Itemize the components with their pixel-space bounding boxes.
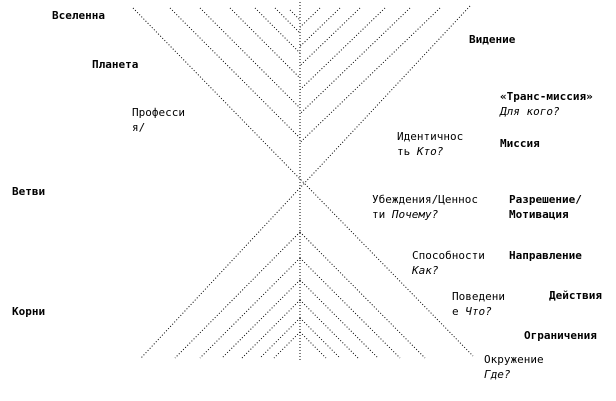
lower-fan-line xyxy=(299,317,341,359)
label-for-whom: Для кого? xyxy=(500,105,560,118)
lower-fan-line xyxy=(299,257,401,359)
label-behavior-word-end: е xyxy=(452,305,459,318)
lower-fan-line xyxy=(299,279,379,359)
label-universe: Вселенна xyxy=(52,9,105,22)
label-branches: Ветви xyxy=(12,185,46,198)
upper-fan-line xyxy=(299,7,411,115)
label-trans-mission: «Транс-миссия» xyxy=(500,90,593,103)
lower-fan-line xyxy=(273,331,301,359)
upper-fan-line xyxy=(299,7,341,47)
upper-fan-line xyxy=(299,7,361,67)
label-roots: Корни xyxy=(12,305,46,318)
lower-fan-line xyxy=(221,279,301,359)
label-profession-line2: я/ xyxy=(132,121,146,134)
label-beliefs-word-end: ти xyxy=(372,208,386,221)
label-planet: Планета xyxy=(92,58,139,71)
upper-fan-line xyxy=(299,7,386,91)
label-actions: Действия xyxy=(549,289,602,302)
label-beliefs-line1: Убеждения/Ценнос xyxy=(372,193,478,206)
label-vision: Видение xyxy=(469,33,516,46)
upper-fan-line xyxy=(299,7,321,28)
label-identity-line1: Идентичнос xyxy=(397,130,464,143)
label-permission-line2: Мотивация xyxy=(509,208,569,221)
label-mission: Миссия xyxy=(500,137,540,150)
label-beliefs-line2: ти Почему? xyxy=(372,207,438,222)
lower-fan-line xyxy=(199,257,301,359)
lower-fan-line xyxy=(259,317,301,359)
lower-fan-line xyxy=(299,331,327,359)
outer-diagonal-line xyxy=(140,5,471,359)
label-environment-question: Где? xyxy=(484,368,511,381)
lower-fan-line xyxy=(174,231,301,359)
label-behavior-line1: Поведени xyxy=(452,290,505,303)
label-beliefs-question: Почему? xyxy=(391,208,439,221)
upper-fan-line xyxy=(229,7,301,79)
upper-fan-line xyxy=(199,7,301,109)
upper-fan-line xyxy=(299,7,441,143)
label-identity-question: Кто? xyxy=(416,145,444,158)
label-identity-line2: ть Кто? xyxy=(397,144,443,159)
label-identity-word-end: ть xyxy=(397,145,411,158)
label-permission-line1: Разрешение/ xyxy=(509,193,582,206)
label-profession-line1: Професси xyxy=(132,106,185,119)
upper-fan-line xyxy=(274,7,301,34)
upper-fan-line xyxy=(254,7,301,54)
label-abilities: Способности xyxy=(412,249,485,262)
label-limitations: Ограничения xyxy=(524,329,597,342)
label-behavior-question: Что? xyxy=(465,305,492,318)
label-direction: Направление xyxy=(509,249,582,262)
lower-fan-line xyxy=(299,231,426,359)
upper-fan-line xyxy=(289,9,301,21)
upper-fan-line xyxy=(169,7,301,139)
label-environment: Окружение xyxy=(484,353,544,366)
outer-diagonal-line xyxy=(132,7,474,357)
label-behavior-line2: е Что? xyxy=(452,304,492,319)
label-abilities-question: Как? xyxy=(412,264,439,277)
